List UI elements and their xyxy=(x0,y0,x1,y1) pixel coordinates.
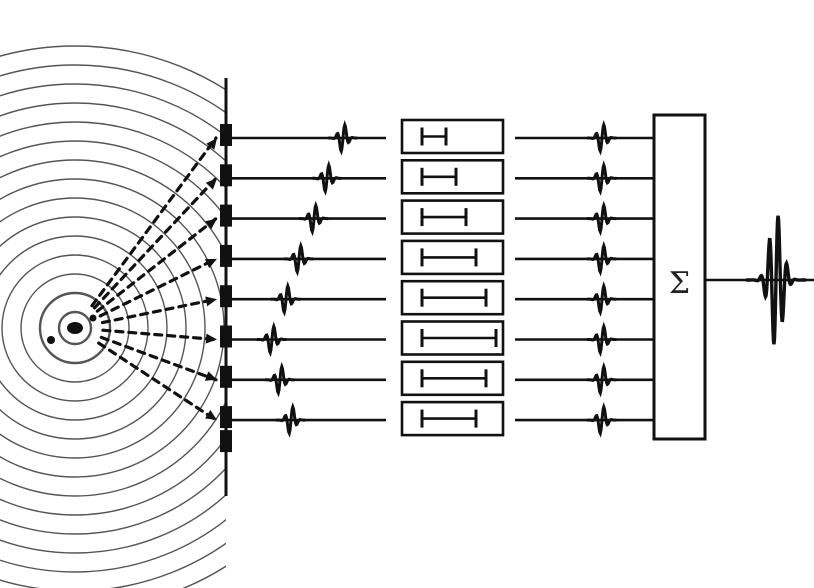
channel xyxy=(230,199,654,237)
sensor-element xyxy=(220,365,232,388)
wavefront-arc xyxy=(0,140,226,516)
channel xyxy=(230,159,654,196)
source-fragment xyxy=(47,336,55,344)
wavefront-arc xyxy=(0,102,226,554)
delay-box xyxy=(400,159,505,195)
propagation-ray xyxy=(90,136,218,308)
ray-arrowhead xyxy=(205,178,217,190)
channel xyxy=(230,239,654,277)
aligned-wavelet xyxy=(586,160,617,196)
aligned-wavelet xyxy=(586,200,617,237)
sensor-array xyxy=(220,78,232,496)
input-wavelet xyxy=(327,119,358,156)
wavefront-arc xyxy=(0,121,226,535)
channels xyxy=(230,118,654,438)
sensor-element xyxy=(220,124,232,146)
sensor-element xyxy=(220,164,232,187)
aligned-wavelet xyxy=(586,361,617,398)
ray-arrowhead xyxy=(205,409,217,421)
channel xyxy=(230,400,654,438)
wavefront-arc xyxy=(0,216,187,440)
summer: Σ xyxy=(652,113,707,441)
input-wavelet xyxy=(311,160,342,196)
ray-arrowhead xyxy=(205,296,217,307)
aligned-wavelet xyxy=(586,321,617,358)
wavefront-arcs xyxy=(0,45,226,588)
wavefront-arc xyxy=(0,159,226,497)
source-dot xyxy=(67,322,83,334)
input-wavelet xyxy=(275,402,306,438)
aligned-wavelet xyxy=(586,240,617,277)
propagation-rays xyxy=(90,136,218,422)
sensor-element xyxy=(220,285,232,308)
aligned-wavelet xyxy=(586,281,617,317)
ray-arrowhead xyxy=(205,218,217,230)
wavefront-arc-group xyxy=(0,45,226,588)
wavefront-arc xyxy=(38,291,112,365)
input-wavelet xyxy=(270,281,301,317)
propagation-ray xyxy=(97,341,218,422)
wavefront-arc xyxy=(1,254,149,402)
summer-symbol: Σ xyxy=(669,266,690,301)
propagation-ray xyxy=(92,176,218,310)
wavefront-arc xyxy=(0,45,226,588)
aligned-wavelet xyxy=(586,119,617,156)
sensor-element xyxy=(220,406,232,429)
sensor-element xyxy=(220,204,232,227)
ray-arrowhead xyxy=(206,138,217,150)
input-wavelet xyxy=(264,361,295,398)
input-wavelet xyxy=(256,321,287,358)
wavefront-arc xyxy=(0,235,168,421)
summer-box xyxy=(652,113,707,441)
source-fragment xyxy=(89,314,97,322)
sensor-element xyxy=(220,244,232,267)
propagation-ray xyxy=(99,335,218,382)
wavefront-arc xyxy=(0,64,226,588)
ray-arrowhead xyxy=(204,371,217,381)
aligned-wavelet xyxy=(586,402,617,438)
ray-arrowhead xyxy=(205,333,217,344)
channel xyxy=(230,320,654,358)
delay-box xyxy=(400,118,505,155)
wavefront-arc xyxy=(57,310,93,346)
sensor-element xyxy=(220,430,232,453)
channel xyxy=(230,118,654,156)
output-signal xyxy=(705,215,814,345)
sound-source xyxy=(47,314,97,344)
propagation-ray xyxy=(101,328,218,342)
ray-arrowhead xyxy=(204,258,217,269)
sensor-element xyxy=(220,325,232,348)
wavefront-arc xyxy=(20,273,130,383)
output-wavelet xyxy=(746,215,806,345)
propagation-ray xyxy=(100,297,218,325)
channel xyxy=(230,279,654,317)
propagation-ray xyxy=(98,257,218,318)
channel xyxy=(230,360,654,398)
propagation-ray xyxy=(95,217,218,313)
input-wavelet xyxy=(298,200,329,237)
input-wavelet xyxy=(283,240,314,277)
wavefront-arc xyxy=(0,197,206,459)
wavefront-arc xyxy=(0,83,226,573)
